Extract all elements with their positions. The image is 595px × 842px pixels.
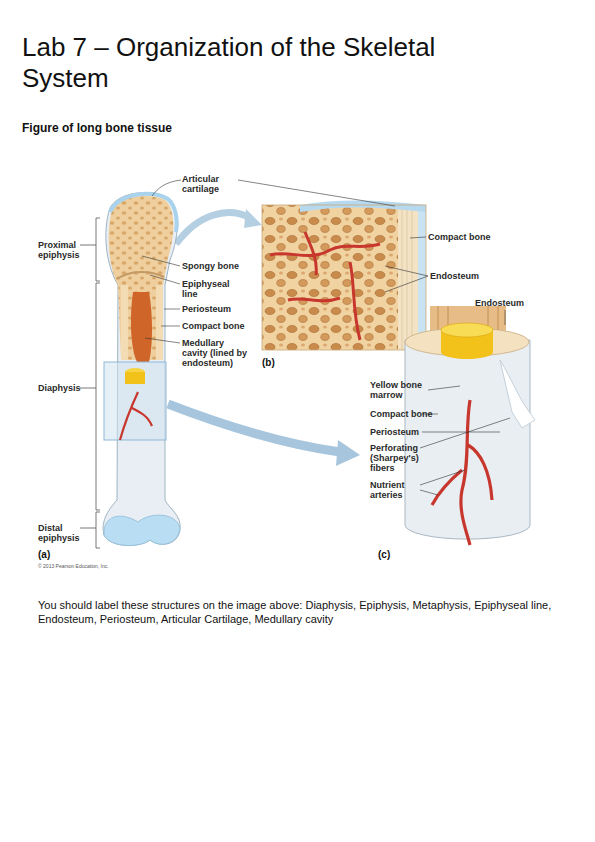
arrow-head — [244, 209, 262, 228]
instruction-text: You should label these structures on the… — [38, 598, 563, 626]
distal-cartilage — [104, 515, 180, 545]
panel-letter: (b) — [262, 357, 286, 368]
region-label: Proximal epiphysis — [38, 240, 90, 260]
panel-letter: (c) — [378, 549, 402, 560]
panel-letter: (a) — [38, 549, 62, 560]
periosteum-flap — [500, 360, 535, 428]
part-label: Periosteum — [370, 427, 440, 437]
leader-line — [385, 237, 505, 325]
part-label: Articular cartilage — [182, 174, 240, 194]
figure-heading: Figure of long bone tissue — [22, 121, 342, 135]
region-label: Diaphysis — [38, 383, 98, 393]
bracket — [96, 218, 100, 281]
zoom-arrow — [168, 404, 340, 452]
medullary-cavity — [131, 292, 152, 362]
spongy-bone-block — [262, 205, 398, 350]
part-label: Compact bone — [428, 232, 518, 242]
leader-line — [420, 386, 510, 495]
leader-line — [142, 256, 180, 343]
nutrient-artery — [432, 400, 492, 545]
arrow-head — [336, 440, 360, 466]
part-label: Epiphyseal line — [182, 279, 232, 299]
yellow-marrow-top — [441, 323, 493, 337]
part-label: Medullary cavity (lined by endosteum) — [182, 338, 248, 368]
epiphyseal-line — [117, 272, 164, 279]
part-label: Endosteum — [430, 271, 500, 281]
copyright-note: © 2013 Pearson Education, Inc. — [38, 563, 158, 569]
compact-bone-wall — [121, 285, 128, 360]
articular-cartilage — [110, 194, 177, 232]
part-label: Endosteum — [475, 298, 545, 308]
compact-bone-layer — [398, 205, 418, 350]
part-label: Nutrient arteries — [370, 480, 420, 500]
part-label: Perforating (Sharpey's) fibers — [370, 443, 428, 473]
leader-line — [80, 245, 96, 528]
compact-bone-wall — [156, 285, 163, 360]
zoom-arrow — [176, 213, 250, 244]
part-label: Periosteum — [182, 304, 262, 314]
section-box — [104, 362, 166, 440]
lamellae — [402, 205, 412, 350]
part-label: Yellow bone marrow — [370, 380, 426, 400]
block-outline — [262, 205, 426, 350]
yellow-marrow — [125, 372, 145, 384]
part-label: Compact bone — [182, 321, 262, 331]
region-label: Distal epiphysis — [38, 523, 88, 543]
page-title: Lab 7 – Organization of the Skeletal Sys… — [22, 32, 517, 94]
part-label: Compact bone — [370, 409, 440, 419]
blood-vessel — [270, 232, 380, 340]
bracket — [96, 283, 100, 510]
articular-cartilage — [300, 200, 426, 212]
bracket — [96, 512, 100, 548]
bone-outline — [103, 193, 180, 546]
part-label: Spongy bone — [182, 261, 262, 271]
nutrient-artery — [120, 392, 152, 440]
